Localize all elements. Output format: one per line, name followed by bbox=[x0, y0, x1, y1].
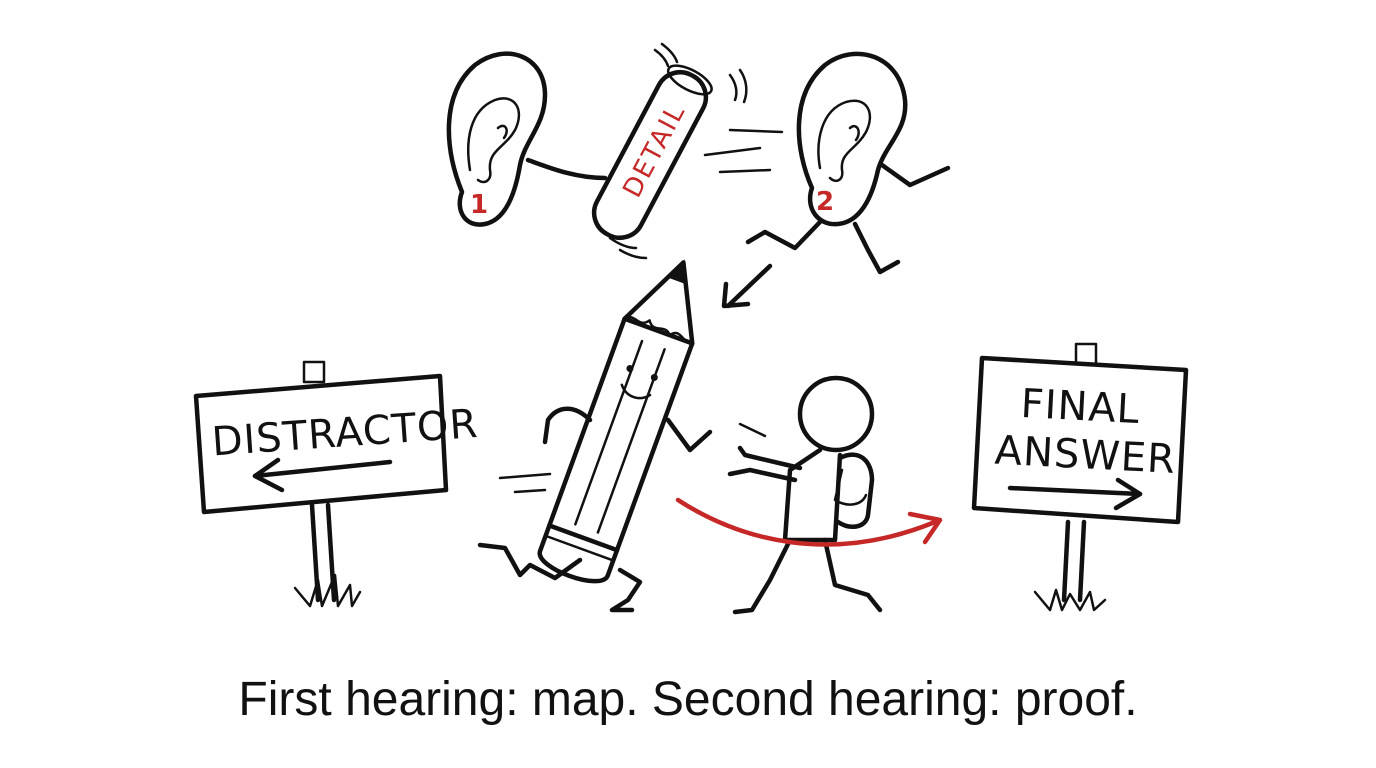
path-to-answer-arrow bbox=[675, 497, 943, 547]
ear-1-number: 1 bbox=[470, 190, 488, 220]
tube-motion-lines bbox=[608, 42, 784, 260]
distractor-signpost: DISTRACTOR bbox=[193, 360, 480, 608]
pencil-character bbox=[477, 259, 713, 613]
arrow-left-icon bbox=[252, 457, 393, 493]
stick-figure-with-backpack bbox=[727, 375, 883, 615]
ear-1-icon: 1 bbox=[446, 51, 608, 227]
distractor-label: DISTRACTOR bbox=[210, 401, 479, 466]
detail-tube: DETAIL bbox=[591, 64, 713, 240]
answer-label: ANSWER bbox=[994, 428, 1177, 483]
arrow-right-icon bbox=[1007, 477, 1143, 511]
ear-2-icon: 2 bbox=[745, 51, 951, 275]
arrow-to-pencil bbox=[721, 263, 773, 309]
final-label: FINAL bbox=[1020, 381, 1142, 433]
final-answer-signpost: FINAL ANSWER bbox=[971, 342, 1189, 612]
caption: First hearing: map. Second hearing: proo… bbox=[238, 673, 1138, 726]
ear-2-number: 2 bbox=[816, 187, 834, 217]
